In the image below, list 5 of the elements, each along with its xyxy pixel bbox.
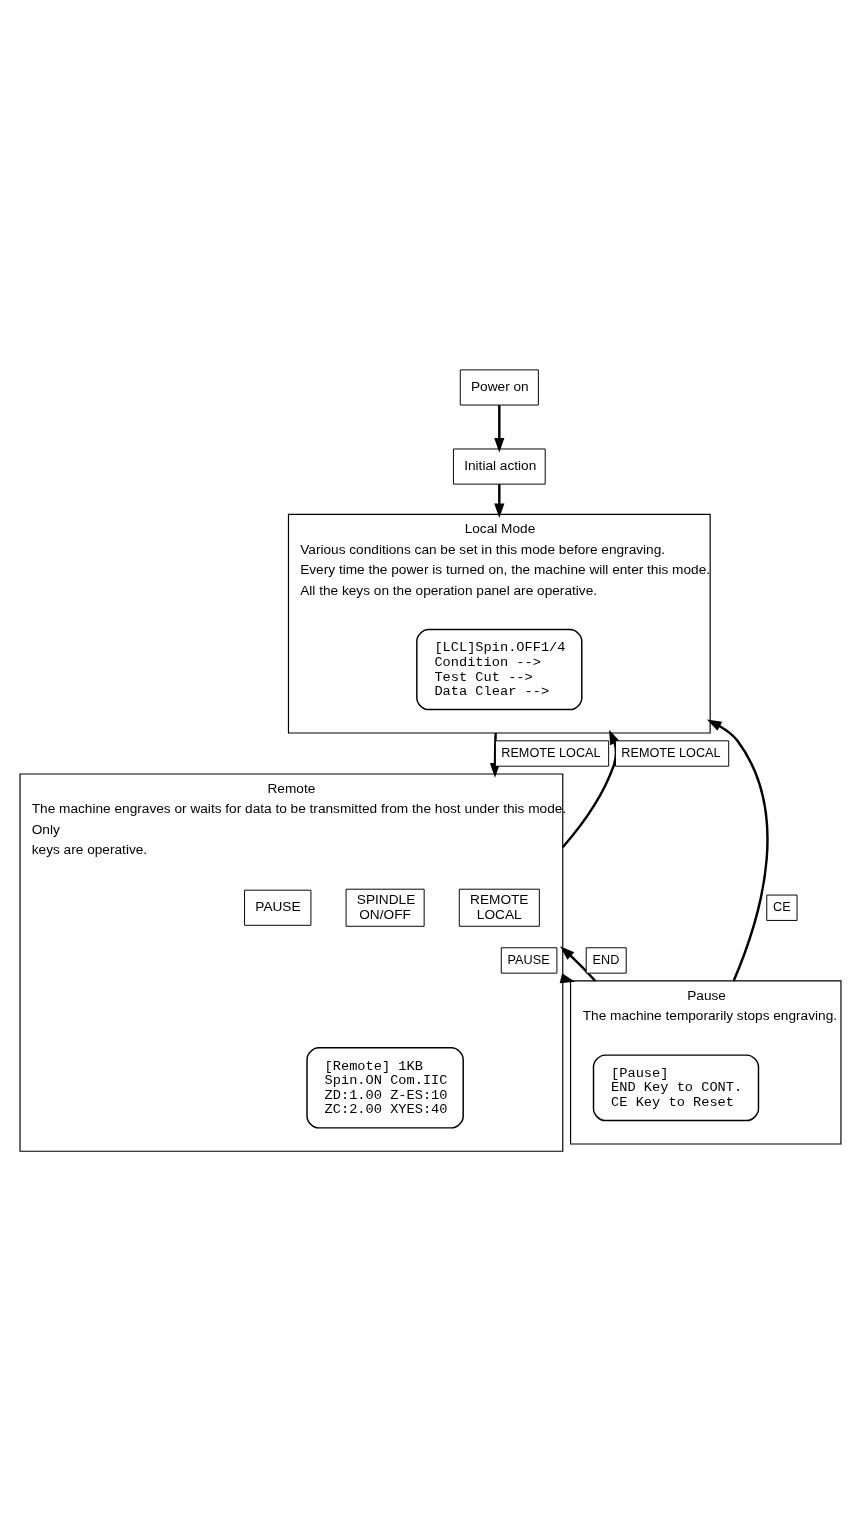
edge-label: CE (773, 899, 791, 914)
edge-label: REMOTE LOCAL (621, 745, 721, 760)
edge-label: END (592, 952, 620, 967)
edge-label: PAUSE (507, 952, 550, 967)
edge-label: REMOTE LOCAL (501, 745, 601, 760)
